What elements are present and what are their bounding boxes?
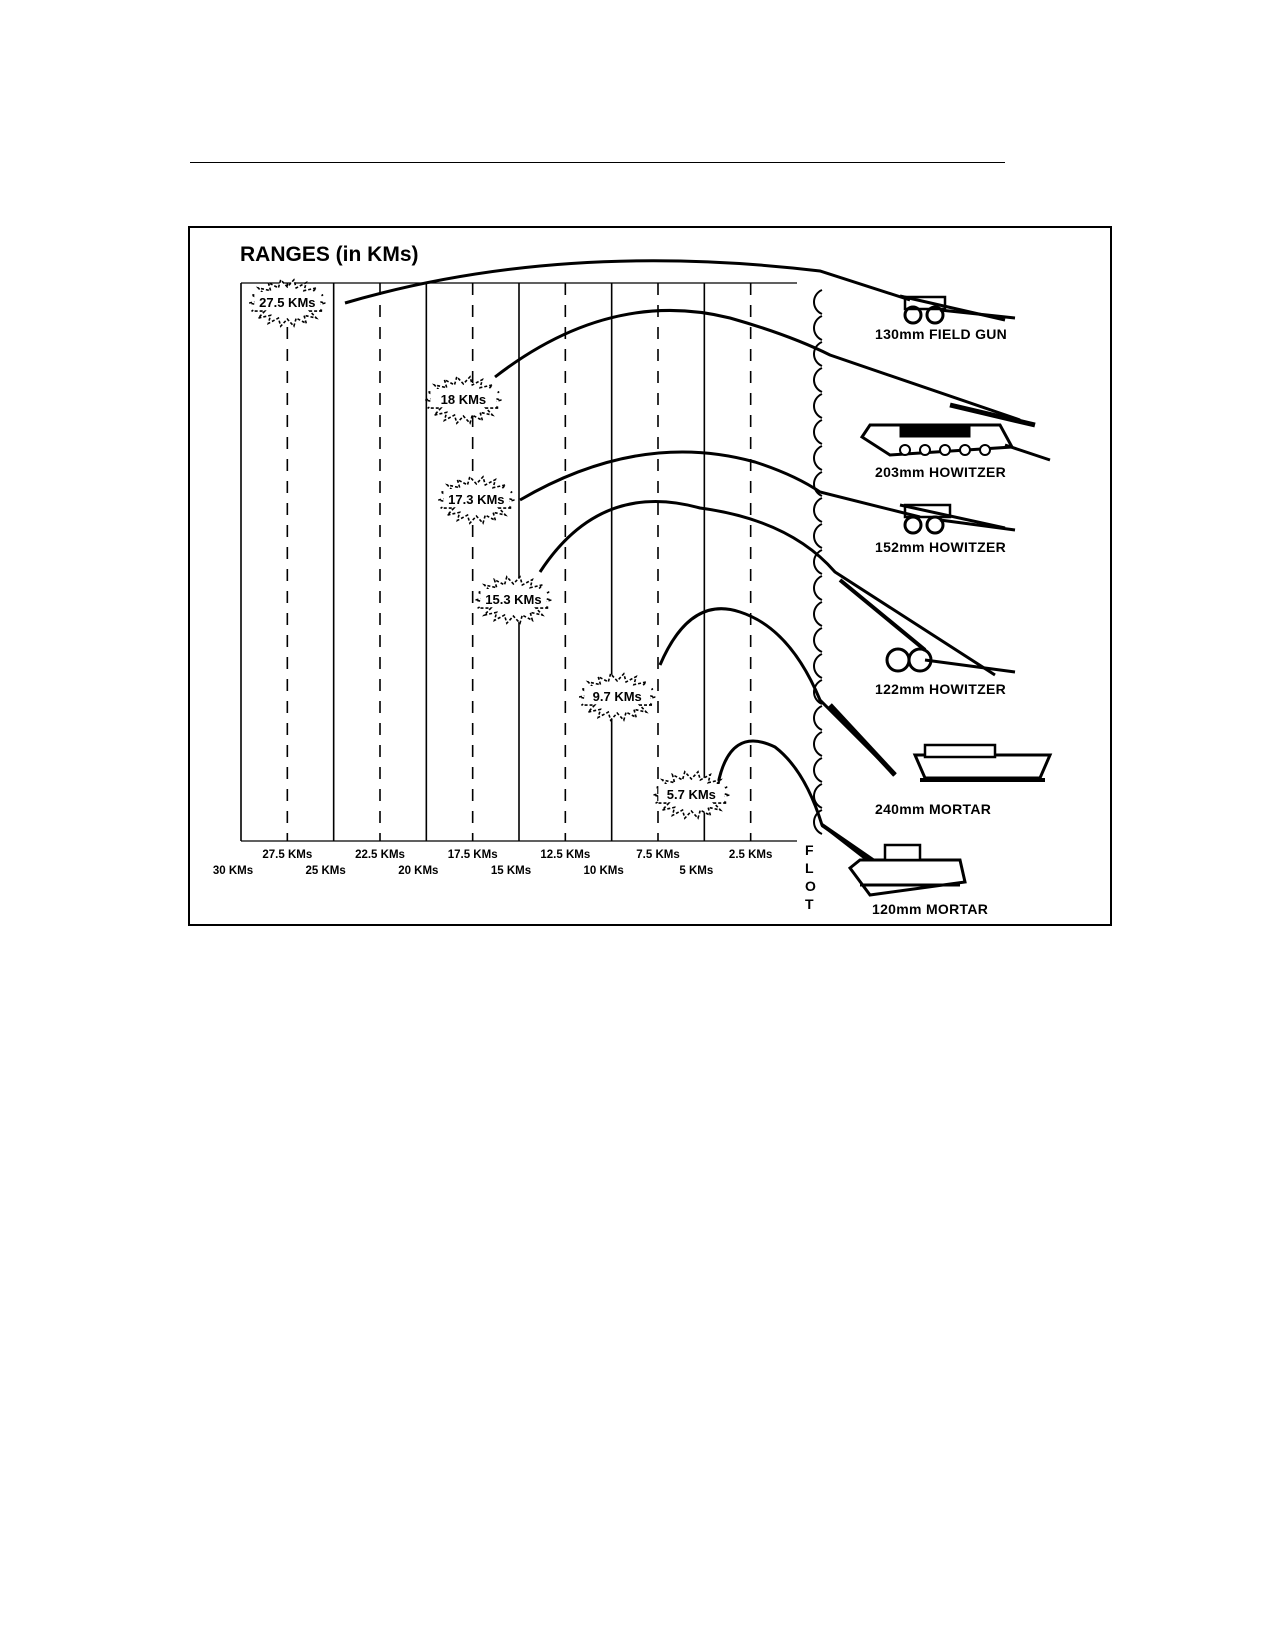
- weapon-label: 130mm FIELD GUN: [875, 326, 1007, 342]
- range-label: 27.5 KMs: [259, 295, 315, 310]
- flot-label-f: F: [805, 842, 814, 858]
- tick-label-bottom: 30 KMs: [213, 865, 253, 877]
- range-scale-grid: [240, 282, 797, 842]
- flot-arc: [813, 809, 823, 835]
- flot-arc: [813, 367, 823, 393]
- impact-burst: 18 KMs: [425, 375, 502, 425]
- howitzer-203mm-icon: [859, 402, 1051, 462]
- page-header-rule: [190, 162, 1005, 163]
- flot-arc: [813, 627, 823, 653]
- tick-label-top: 7.5 KMs: [636, 849, 679, 861]
- trajectory-120mm-mortar: [716, 739, 881, 872]
- flot-arc: [813, 653, 823, 679]
- howitzer-152mm-icon: [899, 503, 1016, 535]
- range-label: 17.3 KMs: [448, 492, 504, 507]
- trajectory-122mm-howitzer: [538, 500, 996, 677]
- weapon-label: 120mm MORTAR: [872, 901, 988, 917]
- tick-label-top: 27.5 KMs: [262, 849, 312, 861]
- field-gun-130mm-icon: [899, 294, 1016, 325]
- flot-label-o: O: [805, 878, 816, 894]
- flot-arc: [813, 705, 823, 731]
- impact-burst: 17.3 KMs: [438, 475, 515, 525]
- flot-arc: [813, 393, 823, 419]
- flot-arc: [813, 471, 823, 497]
- flot-arc: [813, 341, 823, 367]
- weapon-labels: 130mm FIELD GUN 203mm HOWITZER 152mm HOW…: [872, 326, 1007, 917]
- mortar-120mm-icon: [820, 823, 967, 897]
- flot-arc: [813, 601, 823, 627]
- tick-label-top: 12.5 KMs: [540, 849, 590, 861]
- range-label: 5.7 KMs: [667, 787, 716, 802]
- tick-label-bottom: 20 KMs: [398, 865, 438, 877]
- scale-top-ticks: 27.5 KMs 22.5 KMs 17.5 KMs 12.5 KMs 7.5 KMs 2…: [262, 849, 772, 861]
- flot-line: [813, 289, 823, 835]
- tick-label-bottom: 15 KMs: [491, 865, 531, 877]
- trajectory-152mm-howitzer: [519, 450, 921, 519]
- scale-bottom-ticks: 30 KMs 25 KMs 20 KMs 15 KMs 10 KMs 5 KMs: [213, 865, 713, 877]
- flot-arc: [813, 315, 823, 341]
- weapon-silhouettes: [820, 294, 1053, 897]
- impact-burst: 15.3 KMs: [475, 575, 552, 625]
- flot-arc: [813, 783, 823, 809]
- trajectories: [344, 259, 1021, 872]
- trajectory-203mm-howitzer: [494, 308, 1021, 422]
- weapon-label: 240mm MORTAR: [875, 801, 991, 817]
- weapon-label: 122mm HOWITZER: [875, 681, 1006, 697]
- tick-label-top: 22.5 KMs: [355, 849, 405, 861]
- figure-frame: [188, 226, 1112, 926]
- range-label: 15.3 KMs: [485, 592, 541, 607]
- range-label: 18 KMs: [441, 392, 487, 407]
- figure-title: RANGES (in KMs): [240, 243, 419, 266]
- impact-burst: 5.7 KMs: [653, 770, 730, 820]
- flot-label-t: T: [805, 896, 814, 912]
- tick-label-top: 17.5 KMs: [448, 849, 498, 861]
- tick-label-bottom: 10 KMs: [584, 865, 624, 877]
- flot-arc: [813, 497, 823, 523]
- trajectory-240mm-mortar: [658, 607, 897, 777]
- howitzer-122mm-icon: [838, 578, 1016, 674]
- impact-burst: 27.5 KMs: [249, 278, 326, 328]
- impact-bursts: 27.5 KMs 18 KMs 17.3 KMs 15.3 KMs 9.7 KMs 5.7…: [249, 278, 730, 820]
- flot-arc: [813, 419, 823, 445]
- flot-arc: [813, 575, 823, 601]
- impact-burst: 9.7 KMs: [579, 672, 656, 722]
- tick-label-top: 2.5 KMs: [729, 849, 772, 861]
- flot-arc: [813, 679, 823, 705]
- weapon-label: 152mm HOWITZER: [875, 539, 1006, 555]
- mortar-240mm-icon: [828, 703, 1053, 782]
- flot-arc: [813, 289, 823, 315]
- tick-label-bottom: 5 KMs: [679, 865, 713, 877]
- flot-arc: [813, 731, 823, 757]
- flot-arc: [813, 523, 823, 549]
- flot-label-l: L: [805, 860, 814, 876]
- tick-label-bottom: 25 KMs: [306, 865, 346, 877]
- trajectory-130mm-field-gun: [344, 259, 911, 305]
- range-label: 9.7 KMs: [593, 689, 642, 704]
- flot-arc: [813, 757, 823, 783]
- flot-arc: [813, 445, 823, 471]
- weapon-label: 203mm HOWITZER: [875, 464, 1006, 480]
- flot-arc: [813, 549, 823, 575]
